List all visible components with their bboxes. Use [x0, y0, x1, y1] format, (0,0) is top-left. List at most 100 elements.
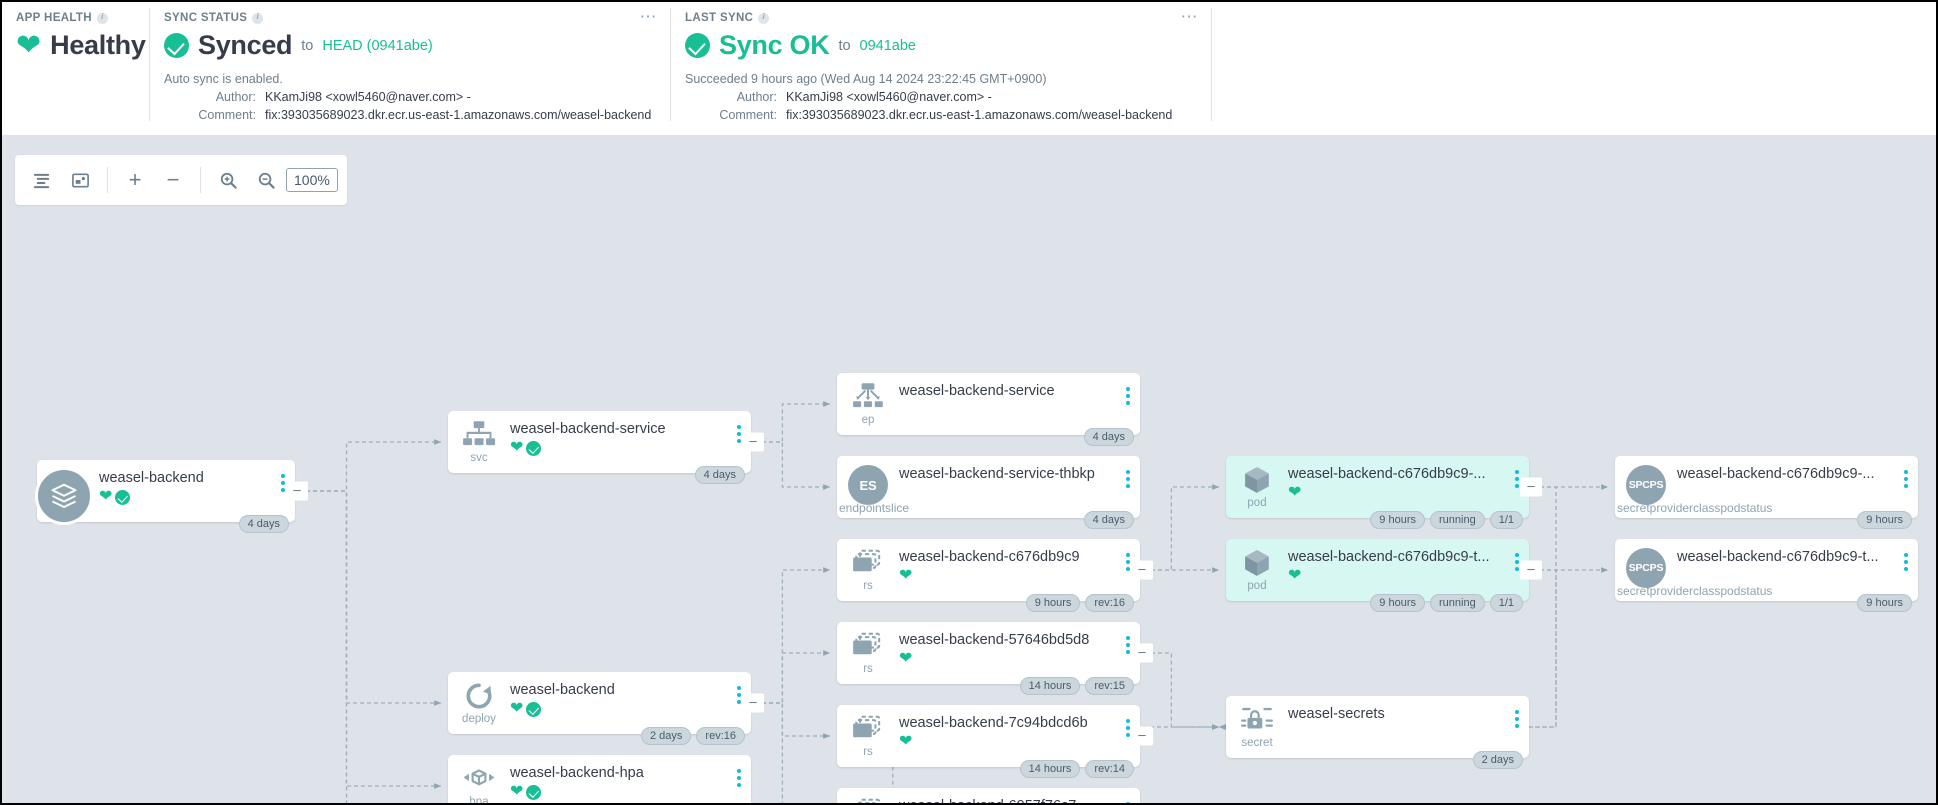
sync-status-value: Synced	[198, 30, 293, 60]
node-title: weasel-backend-c676db9c9-...	[1677, 466, 1875, 482]
zoom-level-input[interactable]: 100%	[286, 168, 338, 192]
tree-node-spcps2[interactable]: SPCPS weasel-backend-c676db9c9-t... secr…	[1615, 539, 1918, 612]
node-content: ep weasel-backend-service	[837, 373, 1140, 435]
node-status-icons: ❤	[899, 568, 1106, 584]
app-health-value-row: ❤ Healthy	[16, 30, 146, 61]
resource-tree-canvas[interactable]: weasel-backend ❤ − 4 days svc weasel-bac…	[2, 135, 1936, 803]
collapse-children-button[interactable]: −	[1131, 643, 1153, 663]
node-text-block: weasel-backend-c676db9c9-... ❤	[1288, 465, 1529, 501]
node-menu-button[interactable]	[1515, 470, 1519, 491]
tree-node-hpa[interactable]: hpa weasel-backend-hpa ❤ 4 days	[448, 755, 751, 803]
tree-node-secret[interactable]: secret weasel-secrets 2 days	[1226, 696, 1529, 769]
node-menu-button[interactable]	[1126, 719, 1130, 740]
last-sync-comment-row: Comment: fix:393035689023.dkr.ecr.us-eas…	[685, 108, 1197, 122]
node-text-block: weasel-backend-c676db9c9 ❤	[899, 548, 1140, 584]
tree-node-spcps1[interactable]: SPCPS weasel-backend-c676db9c9-... secre…	[1615, 456, 1918, 529]
list-layout-icon[interactable]	[24, 162, 60, 198]
node-type-icon: SPCPS	[1615, 548, 1677, 588]
node-badge: running	[1430, 594, 1485, 612]
tree-node-rs2[interactable]: rs weasel-backend-57646bd5d8 ❤ − 14 hour…	[837, 622, 1153, 695]
node-menu-button[interactable]	[737, 425, 741, 446]
node-menu-button[interactable]	[1904, 470, 1908, 491]
tree-node-pod1[interactable]: pod weasel-backend-c676db9c9-... ❤ − 9 h…	[1226, 456, 1542, 529]
last-sync-label-row: LAST SYNC	[685, 12, 1197, 24]
tree-node-app[interactable]: weasel-backend ❤ − 4 days	[35, 460, 308, 533]
node-text-block: weasel-backend-service ❤	[510, 420, 751, 456]
zoom-out-icon[interactable]	[248, 162, 284, 198]
info-icon[interactable]	[96, 12, 108, 24]
node-menu-button[interactable]	[737, 686, 741, 707]
collapse-children-button[interactable]: −	[1520, 560, 1542, 580]
tree-node-pod2[interactable]: pod weasel-backend-c676db9c9-t... ❤ − 9 …	[1226, 539, 1542, 612]
panel-divider	[1211, 8, 1212, 121]
zoom-minus-button[interactable]: −	[166, 167, 180, 192]
node-type-icon: svc	[448, 420, 510, 464]
node-menu-button[interactable]	[281, 474, 285, 495]
tree-node-rs4[interactable]: rs weasel-backend-6957f76c7 ❤ − 14 hours…	[837, 788, 1140, 803]
last-sync-to-label: to	[838, 37, 851, 54]
node-type-icon: pod	[1226, 548, 1288, 592]
node-badge: rev:16	[1085, 594, 1134, 612]
collapse-children-button[interactable]: −	[286, 481, 308, 501]
health-heart-icon: ❤	[99, 488, 113, 505]
layers-icon	[35, 467, 93, 525]
last-sync-comment-key: Comment:	[719, 108, 777, 122]
node-menu-button[interactable]	[1126, 387, 1130, 408]
node-title: weasel-backend-c676db9c9	[899, 549, 1080, 565]
last-sync-author-key: Author:	[736, 90, 777, 104]
fit-to-screen-icon[interactable]	[62, 162, 98, 198]
node-status-icons: ❤	[899, 734, 1106, 750]
collapse-children-button[interactable]: −	[742, 693, 764, 713]
sync-status-revision-link[interactable]: HEAD (0941abe)	[322, 37, 433, 54]
node-type-icon: secret	[1226, 705, 1288, 749]
tree-edge-rs2-to-secret	[1151, 652, 1219, 730]
node-badge: 2 days	[641, 727, 692, 745]
last-sync-menu-button[interactable]: ⋯	[1180, 7, 1199, 26]
sync-status-panel: SYNC STATUS ⋯ Synced to HEAD (0941abe) A…	[150, 2, 670, 135]
node-menu-button[interactable]	[1126, 802, 1130, 803]
tree-edge-deploy-to-rs2	[762, 650, 830, 704]
tree-node-ep[interactable]: ep weasel-backend-service 4 days	[837, 373, 1140, 446]
node-menu-button[interactable]	[1515, 553, 1519, 574]
node-title: weasel-backend-service-thbkp	[899, 466, 1095, 482]
tree-edge-deploy-to-rs3	[762, 702, 830, 739]
info-icon[interactable]	[758, 12, 770, 24]
sync-author-row: Author: KKamJi98 <xowl5460@naver.com> -	[164, 90, 656, 104]
node-status-icons: ❤	[1288, 568, 1495, 584]
last-sync-revision-link[interactable]: 0941abe	[859, 37, 916, 54]
tree-edge-deploy-to-rs1	[762, 567, 830, 704]
tree-view-toolbar: + − 100%	[15, 155, 347, 205]
node-title: weasel-backend-service	[899, 383, 1055, 399]
collapse-children-button[interactable]: −	[1520, 477, 1542, 497]
node-menu-button[interactable]	[1126, 470, 1130, 491]
last-sync-value-row: Sync OK to 0941abe	[685, 30, 1197, 61]
node-menu-button[interactable]	[1126, 636, 1130, 657]
node-menu-button[interactable]	[1515, 710, 1519, 731]
tree-node-eps[interactable]: ES weasel-backend-service-thbkp endpoint…	[837, 456, 1140, 529]
zoom-plus-button[interactable]: +	[128, 167, 142, 192]
sync-status-menu-button[interactable]: ⋯	[639, 7, 658, 26]
info-icon[interactable]	[252, 12, 264, 24]
sync-author-value: KKamJi98 <xowl5460@naver.com> -	[265, 90, 471, 104]
tree-node-svc[interactable]: svc weasel-backend-service ❤ − 4 days	[448, 411, 764, 484]
sync-status-label: SYNC STATUS	[164, 12, 248, 24]
zoom-in-icon[interactable]	[210, 162, 246, 198]
collapse-children-button[interactable]: −	[1131, 560, 1153, 580]
node-menu-button[interactable]	[1904, 553, 1908, 574]
node-menu-button[interactable]	[1126, 553, 1130, 574]
tree-node-rs3[interactable]: rs weasel-backend-7c94bdcd6b ❤ − 14 hour…	[837, 705, 1153, 778]
toolbar-divider	[107, 167, 108, 193]
node-text-block: weasel-secrets	[1288, 705, 1529, 725]
collapse-children-button[interactable]: −	[742, 432, 764, 452]
node-badges: 4 days	[1083, 428, 1134, 446]
endpointslice-badge-icon: ES	[848, 465, 888, 505]
node-menu-button[interactable]	[737, 769, 741, 790]
collapse-children-button[interactable]: −	[1131, 726, 1153, 746]
node-kind-label: pod	[1247, 497, 1267, 509]
